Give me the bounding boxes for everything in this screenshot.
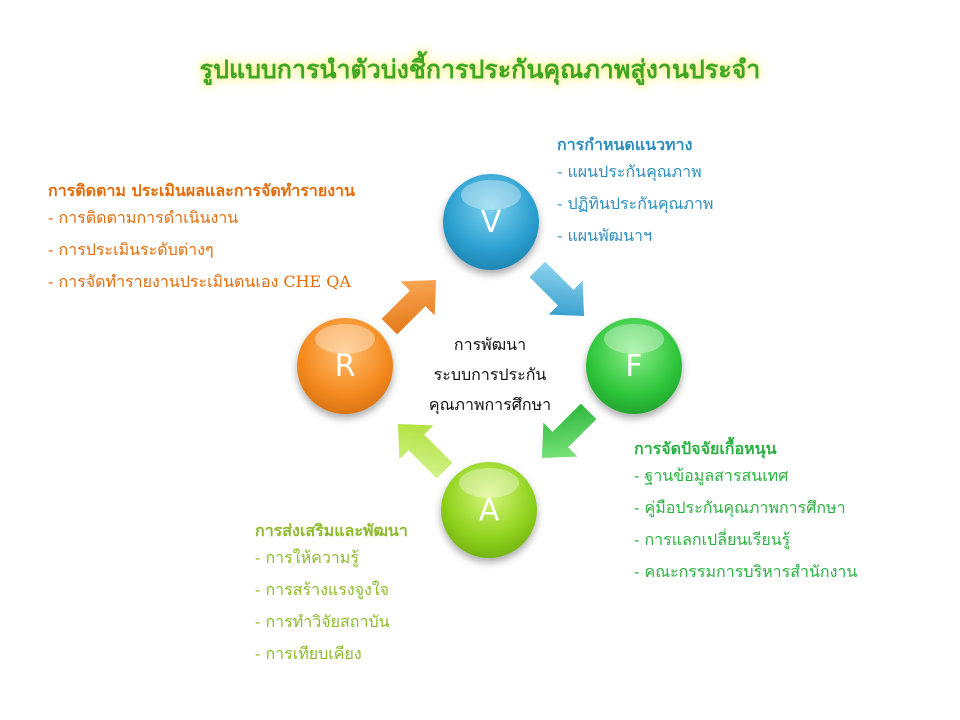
block-f-item: - ฐานข้อมูลสารสนเทศ <box>634 466 789 485</box>
circle-r-label: R <box>334 348 356 384</box>
circle-f: F <box>586 318 682 414</box>
circle-a: A <box>441 462 537 558</box>
block-a: การส่งเสริมและพัฒนา - การให้ความรู้ - กา… <box>255 520 408 670</box>
page-title: รูปแบบการนำตัวบ่งชี้การประกันคุณภาพสู่งา… <box>199 55 761 84</box>
block-f: การจัดปัจจัยเกื้อหนุน - ฐานข้อมูลสารสนเท… <box>634 438 857 588</box>
block-r-item: - การจัดทำรายงานประเมินตนเอง CHE QA <box>48 272 351 291</box>
arrow-f-to-a-icon <box>541 403 597 459</box>
block-f-item: - คณะกรรมการบริหารสำนักงาน <box>634 562 858 581</box>
block-r-heading: การติดตาม ประเมินผลและการจัดทำรายงาน <box>48 181 355 200</box>
center-line-1: การพัฒนา <box>453 335 527 354</box>
block-a-item: - การเทียบเคียง <box>255 644 362 663</box>
arrow-v-to-f-icon <box>529 261 585 317</box>
block-f-heading: การจัดปัจจัยเกื้อหนุน <box>634 439 777 458</box>
block-f-item: - คู่มือประกันคุณภาพการศึกษา <box>634 498 846 517</box>
circle-r: R <box>297 318 393 414</box>
circle-v-label: V <box>480 204 502 240</box>
circle-f-label: F <box>625 348 643 384</box>
arrow-a-to-r-icon <box>397 423 453 479</box>
block-r-item: - การติดตามการดำเนินงาน <box>48 208 239 227</box>
block-v-heading: การกำหนดแนวทาง <box>557 135 693 154</box>
block-v: การกำหนดแนวทาง - แผนประกันคุณภาพ - ปฏิทิ… <box>557 134 713 252</box>
block-v-item: - ปฏิทินประกันคุณภาพ <box>557 194 714 213</box>
circle-v: V <box>443 174 539 270</box>
circle-a-label: A <box>478 492 500 528</box>
block-a-item: - การทำวิจัยสถาบัน <box>255 612 390 631</box>
center-label: การพัฒนา ระบบการประกัน คุณภาพการศึกษา <box>420 330 560 420</box>
arrow-r-to-v-icon <box>381 279 437 335</box>
block-r: การติดตาม ประเมินผลและการจัดทำรายงาน - ก… <box>48 180 355 298</box>
block-a-item: - การให้ความรู้ <box>255 548 359 567</box>
block-v-item: - แผนประกันคุณภาพ <box>557 162 702 181</box>
block-f-item: - การแลกเปลี่ยนเรียนรู้ <box>634 530 791 549</box>
center-line-2: ระบบการประกัน <box>433 365 547 384</box>
block-a-heading: การส่งเสริมและพัฒนา <box>255 521 408 540</box>
center-line-3: คุณภาพการศึกษา <box>428 395 552 414</box>
block-r-item: - การประเมินระดับต่างๆ <box>48 240 214 259</box>
block-a-item: - การสร้างแรงจูงใจ <box>255 580 390 599</box>
block-v-item: - แผนพัฒนาฯ <box>557 226 653 245</box>
